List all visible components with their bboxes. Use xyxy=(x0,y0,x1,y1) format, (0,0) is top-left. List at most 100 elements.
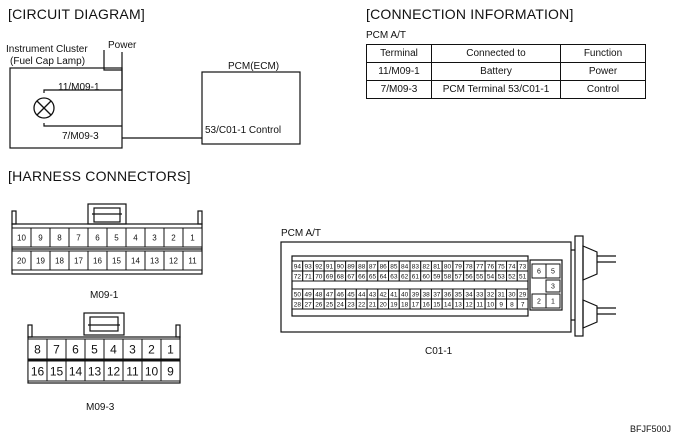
m093-pin-9: 9 xyxy=(167,364,174,378)
c011-pin-72: 72 xyxy=(294,273,302,280)
c011-cell-51 xyxy=(516,270,529,282)
m091-cell-11 xyxy=(182,250,203,271)
m093-pin-14: 14 xyxy=(69,364,83,378)
c011-cell-3 xyxy=(545,279,561,293)
c011-pin-77: 77 xyxy=(476,263,484,270)
m093-pin-15: 15 xyxy=(50,364,64,378)
c011-pin-76: 76 xyxy=(487,263,495,270)
c011-pin-40: 40 xyxy=(401,291,409,298)
m093-pin-8: 8 xyxy=(34,342,41,356)
m091-pin-14: 14 xyxy=(131,256,140,265)
c011-pin-81: 81 xyxy=(433,263,441,270)
c011-pin-80: 80 xyxy=(444,263,452,270)
c011-pin-67: 67 xyxy=(347,273,355,280)
m093-pin-12: 12 xyxy=(107,364,121,378)
m091-cell-1 xyxy=(182,227,203,248)
c011-pin-91: 91 xyxy=(326,263,334,270)
c011-pin-82: 82 xyxy=(422,263,430,270)
m093-pin-7: 7 xyxy=(53,342,60,356)
cluster-label: Instrument Cluster xyxy=(6,44,88,55)
c011-pin-56: 56 xyxy=(465,273,473,280)
c011-pin-46: 46 xyxy=(337,291,345,298)
c011-pin-85: 85 xyxy=(390,263,398,270)
m093-pin-13: 13 xyxy=(88,364,102,378)
c011-pin-61: 61 xyxy=(412,273,420,280)
c011-pin-37: 37 xyxy=(433,291,441,298)
c011-pin-31: 31 xyxy=(498,291,506,298)
c011-pin-7: 7 xyxy=(521,301,525,308)
m091-pin-13: 13 xyxy=(150,256,159,265)
harness-connectors-title: [HARNESS CONNECTORS] xyxy=(8,168,191,184)
c011-pin-28: 28 xyxy=(294,301,302,308)
lamp-icon xyxy=(33,97,55,119)
pin-top-label: 11/M09-1 xyxy=(58,82,100,93)
c011-pin-38: 38 xyxy=(422,291,430,298)
table-header-row: Terminal Connected to Function xyxy=(366,44,646,63)
c011-frame xyxy=(280,235,616,337)
c011-pin-71: 71 xyxy=(304,273,312,280)
connection-table: Terminal Connected to Function 11/M09-1 … xyxy=(366,44,646,99)
circuit-diagram-title: [CIRCUIT DIAGRAM] xyxy=(8,6,145,22)
c011-pin-89: 89 xyxy=(347,263,355,270)
m091-pin-15: 15 xyxy=(112,256,121,265)
m091-pin-4: 4 xyxy=(133,233,138,242)
c011-pin-32: 32 xyxy=(487,291,495,298)
c011-pin-94: 94 xyxy=(294,263,302,270)
c011-pin-2: 2 xyxy=(537,299,541,306)
m093-pin-16: 16 xyxy=(31,364,45,378)
c011-pin-43: 43 xyxy=(369,291,377,298)
m091-pin-10: 10 xyxy=(17,233,26,242)
c011-pin-41: 41 xyxy=(390,291,398,298)
c011-pin-55: 55 xyxy=(476,273,484,280)
c011-pin-64: 64 xyxy=(380,273,388,280)
m091-pin-19: 19 xyxy=(36,256,45,265)
c011-pin-30: 30 xyxy=(508,291,516,298)
c011-pin-70: 70 xyxy=(315,273,323,280)
c011-pin-13: 13 xyxy=(455,301,463,308)
c011-pin-14: 14 xyxy=(444,301,452,308)
m091-pin-20: 20 xyxy=(17,256,26,265)
cell-terminal: 7/M09-3 xyxy=(366,80,432,99)
figure-code: BFJF500J xyxy=(629,424,671,434)
m091-pin-1: 1 xyxy=(190,233,195,242)
pcm-pin-label: 53/C01-1 Control xyxy=(205,125,282,136)
c011-pin-66: 66 xyxy=(358,273,366,280)
c011-pin-27: 27 xyxy=(304,301,312,308)
c011-pin-54: 54 xyxy=(487,273,495,280)
c011-pin-93: 93 xyxy=(304,263,312,270)
c011-pin-49: 49 xyxy=(304,291,312,298)
m093-pin-4: 4 xyxy=(110,342,117,356)
table-row: 7/M09-3 PCM Terminal 53/C01-1 Control xyxy=(366,80,646,99)
c011-pin-11: 11 xyxy=(476,301,483,308)
c011-pin-48: 48 xyxy=(315,291,323,298)
c011-pin-44: 44 xyxy=(358,291,366,298)
c011-pin-88: 88 xyxy=(358,263,366,270)
c011-pin-21: 21 xyxy=(369,301,377,308)
pcm-box xyxy=(201,71,301,145)
c011-pin-74: 74 xyxy=(508,263,516,270)
m093-label: M09-3 xyxy=(86,402,115,413)
c011-cell-1 xyxy=(545,293,561,309)
c011-pin-29: 29 xyxy=(519,291,527,298)
c011-pin-50: 50 xyxy=(294,291,302,298)
m093-cell-1 xyxy=(160,338,181,360)
c011-pin-8: 8 xyxy=(510,301,514,308)
cell-function: Control xyxy=(560,80,646,99)
c011-pin-15: 15 xyxy=(433,301,441,308)
c011-pin-59: 59 xyxy=(433,273,441,280)
m093-pin-2: 2 xyxy=(148,342,155,356)
m093-pin-3: 3 xyxy=(129,342,136,356)
m091-pin-17: 17 xyxy=(74,256,83,265)
m091-pin-9: 9 xyxy=(38,233,43,242)
m091-pin-5: 5 xyxy=(114,233,119,242)
c011-pin-52: 52 xyxy=(508,273,516,280)
c011-pin-92: 92 xyxy=(315,263,323,270)
m093-cell-9 xyxy=(160,360,181,382)
cluster-sub-label: (Fuel Cap Lamp) xyxy=(10,56,86,67)
c011-pin-68: 68 xyxy=(337,273,345,280)
c011-pin-90: 90 xyxy=(337,263,345,270)
m091-pin-16: 16 xyxy=(93,256,102,265)
lamp-bottom-wire xyxy=(43,123,122,127)
m093-frame xyxy=(27,312,181,384)
